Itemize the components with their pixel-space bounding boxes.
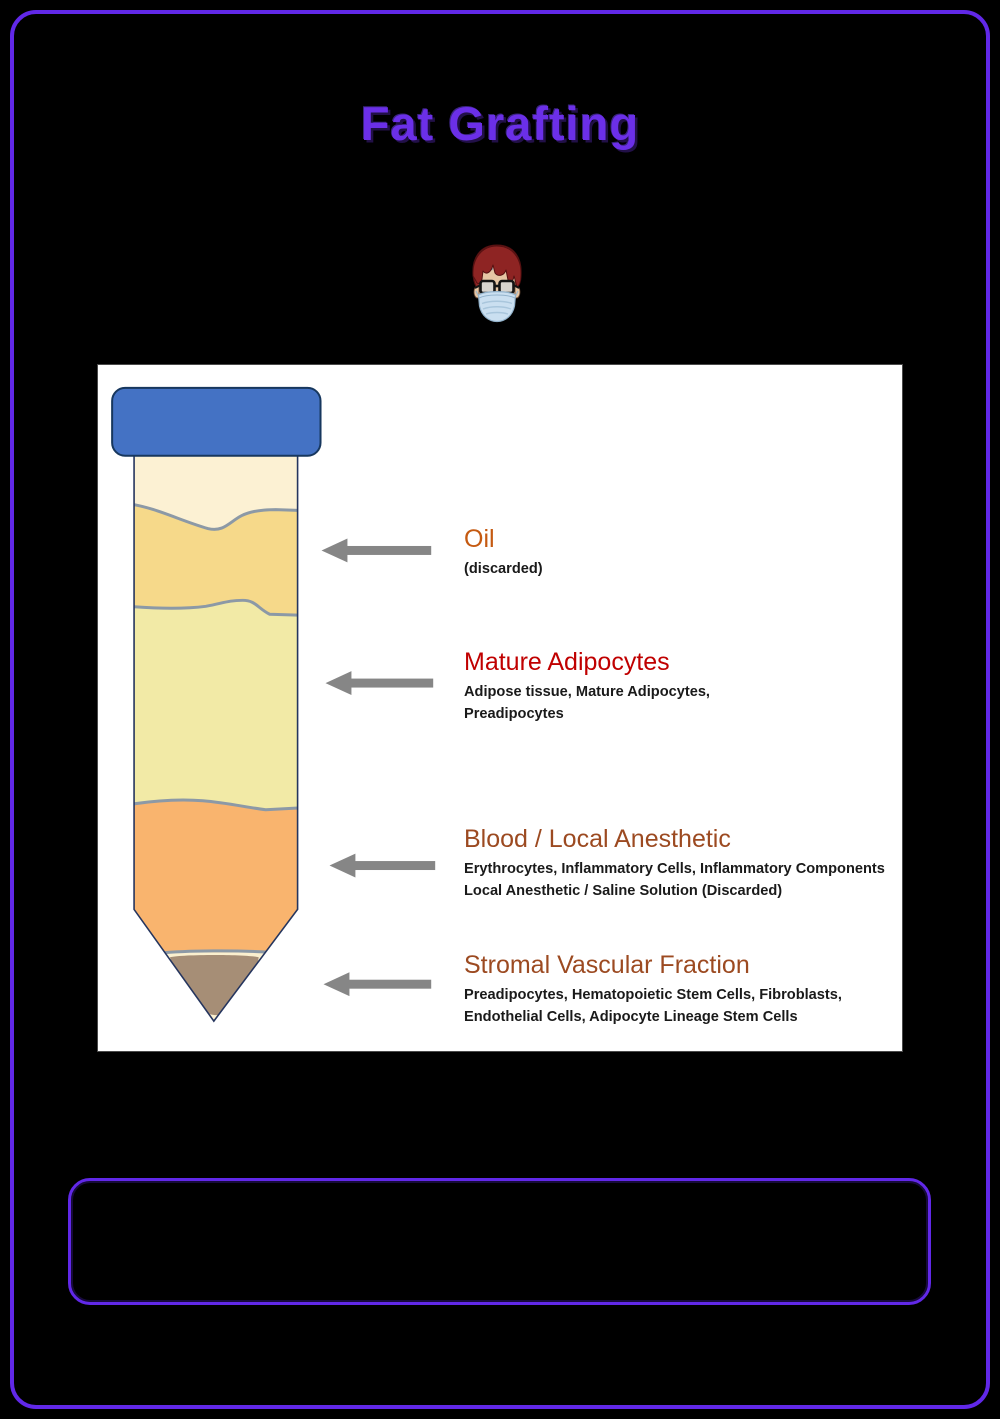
layer-description: Preadipocytes	[464, 705, 564, 722]
layer-description: (discarded)	[464, 560, 543, 577]
surgeon-avatar-icon	[464, 242, 530, 324]
layer-title-blood: Blood / Local Anesthetic	[464, 825, 731, 853]
page-title: Fat Grafting	[360, 97, 640, 150]
layer-title-oil: Oil	[464, 525, 495, 553]
layer-description: Erythrocytes, Inflammatory Cells, Inflam…	[464, 860, 885, 877]
layer-boundary-lines	[134, 502, 298, 955]
layer-description: Local Anesthetic / Saline Solution (Disc…	[464, 882, 783, 899]
layer-blood	[134, 799, 298, 964]
layer-description: Adipose tissue, Mature Adipocytes,	[464, 683, 710, 700]
label-block-oil: Oil (discarded)	[464, 525, 894, 581]
centrifuge-tube-diagram	[111, 386, 436, 1023]
tube-outline	[133, 455, 299, 1023]
empty-note-box	[68, 1178, 931, 1305]
layer-title-svf: Stromal Vascular Fraction	[464, 951, 750, 979]
label-block-svf: Stromal Vascular Fraction Preadipocytes,…	[464, 951, 894, 1029]
layer-mature-adipocytes	[134, 600, 298, 826]
layer-description: Endothelial Cells, Adipocyte Lineage Ste…	[464, 1008, 798, 1025]
surgeon-face-icon	[472, 244, 522, 323]
arrow-left-icon-adipocytes	[325, 671, 434, 696]
diagram-panel: Oil (discarded) Mature Adipocytes Adipos…	[97, 364, 903, 1052]
arrow-left-icon-blood	[329, 853, 436, 878]
arrow-left-icon-oil	[321, 538, 432, 563]
layer-description: Preadipocytes, Hematopoietic Stem Cells,…	[464, 986, 842, 1003]
label-block-blood: Blood / Local Anesthetic Erythrocytes, I…	[464, 825, 894, 903]
layer-title-mature-adipocytes: Mature Adipocytes	[464, 648, 670, 676]
label-block-mature-adipocytes: Mature Adipocytes Adipose tissue, Mature…	[464, 648, 894, 726]
arrow-left-icon-svf	[323, 972, 432, 997]
layer-svf-sediment	[169, 955, 259, 1016]
tube-cap	[111, 386, 322, 457]
